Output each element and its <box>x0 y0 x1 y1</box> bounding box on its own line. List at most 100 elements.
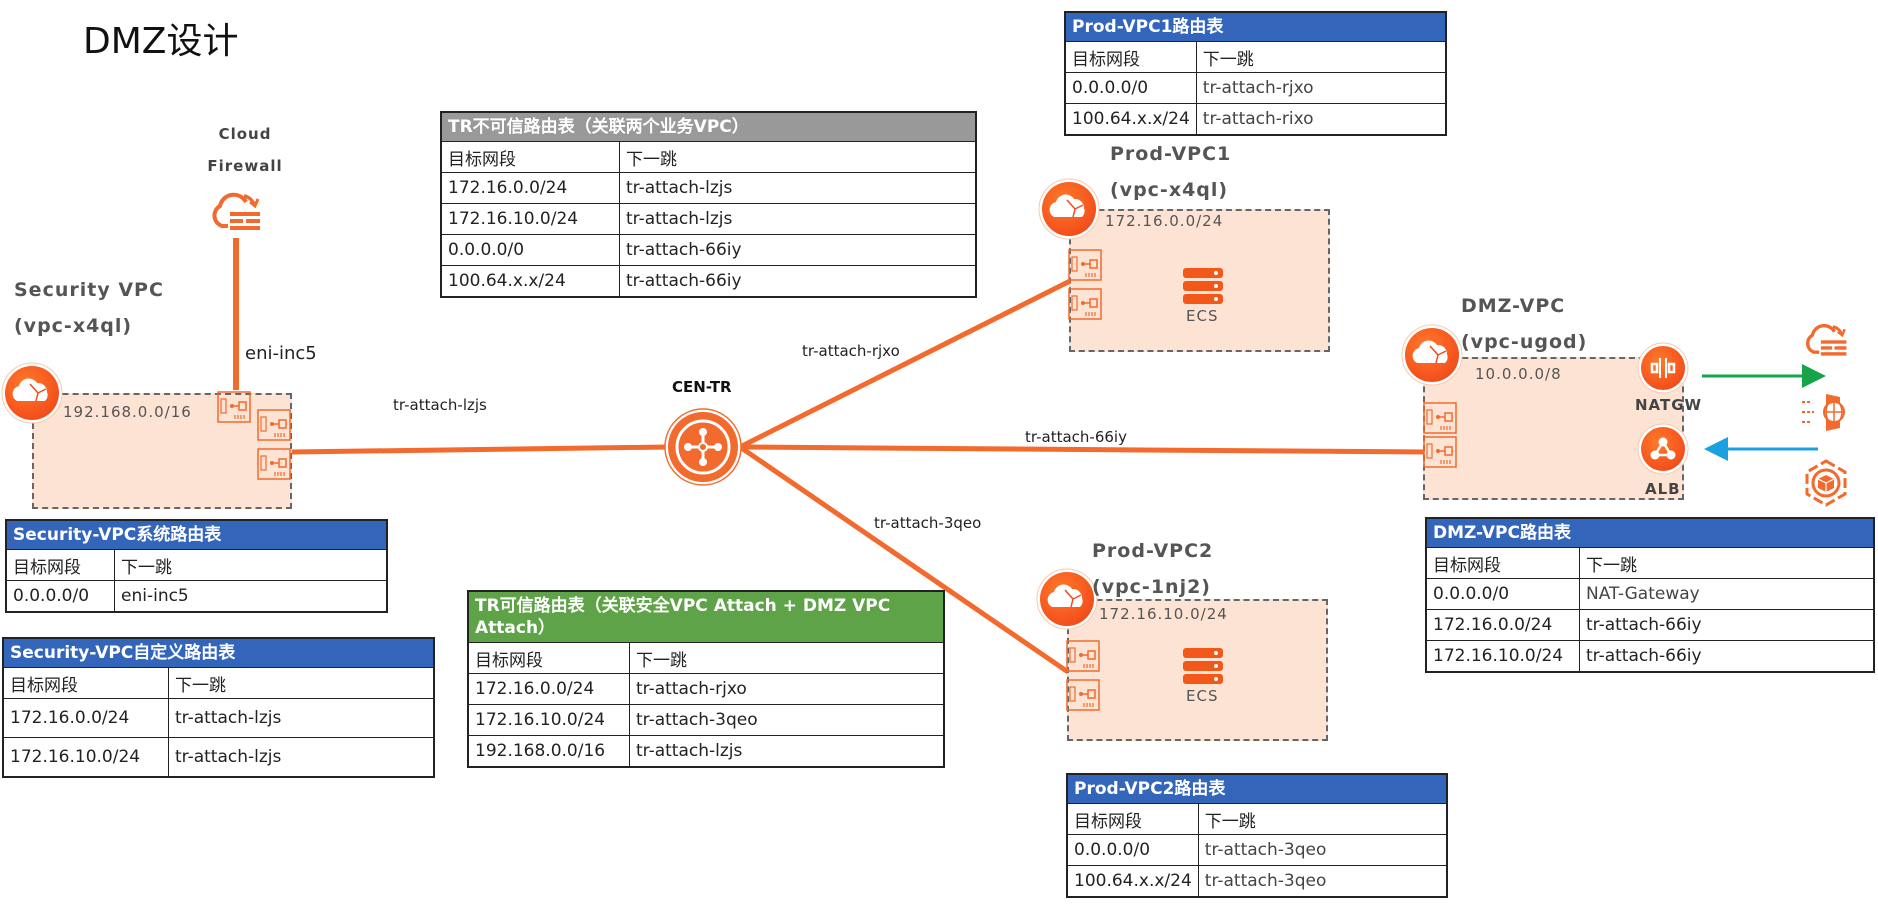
col-destination: 目标网段 <box>1066 803 1199 835</box>
security-vpc-box[interactable] <box>32 393 292 509</box>
port-icon <box>1066 679 1100 711</box>
edge-label-66iy: tr-attach-66iy <box>1025 428 1127 446</box>
cell-next-hop: tr-attach-lzjs <box>168 737 435 778</box>
table-header-row: 目标网段下一跳 <box>467 642 945 674</box>
dmz-vpc-cidr: 10.0.0.0/8 <box>1475 365 1562 383</box>
cell-next-hop: tr-attach-3qeo <box>629 704 945 736</box>
cell-next-hop: tr-attach-rjxo <box>1195 72 1447 104</box>
table-title: DMZ-VPC路由表 <box>1425 517 1875 548</box>
cell-destination: 172.16.10.0/24 <box>440 203 620 235</box>
prod-vpc2-label: Prod-VPC2 (vpc-1nj2) <box>1092 533 1213 605</box>
edge-label-rjxo: tr-attach-rjxo <box>802 342 900 360</box>
cell-next-hop: tr-attach-66iy <box>619 265 977 298</box>
cell-next-hop: tr-attach-lzjs <box>619 203 977 235</box>
alb-label: ALB <box>1645 480 1681 498</box>
cell-destination: 100.64.x.x/24 <box>1066 865 1199 898</box>
table-header-row: 目标网段下一跳 <box>440 141 977 173</box>
prod-vpc1-box[interactable] <box>1069 209 1330 352</box>
eni-label: eni-inc5 <box>245 343 317 364</box>
dmz-vpc-name: DMZ-VPC <box>1461 295 1566 317</box>
vpc-icon <box>1401 324 1463 386</box>
cell-destination: 100.64.x.x/24 <box>1064 103 1197 136</box>
cell-next-hop: tr-attach-lzjs <box>629 735 945 768</box>
prod-vpc2-id: (vpc-1nj2) <box>1092 576 1211 598</box>
tr-untrusted-route-table: TR不可信路由表（关联两个业务VPC） 目标网段下一跳 172.16.0.0/2… <box>440 111 977 298</box>
link-security-tr <box>291 444 669 455</box>
cell-destination: 172.16.10.0/24 <box>467 704 630 736</box>
col-next-hop: 下一跳 <box>168 667 435 699</box>
tr-attach-port-icon <box>257 448 291 480</box>
cell-destination: 172.16.0.0/24 <box>2 698 169 738</box>
table-header-row: 目标网段下一跳 <box>1066 803 1448 835</box>
port-icon <box>1423 402 1457 434</box>
security-vpc-label: Security VPC (vpc-x4ql) <box>14 272 164 344</box>
prod-vpc2-name: Prod-VPC2 <box>1092 540 1214 562</box>
transit-router-icon <box>664 408 742 486</box>
cell-destination: 0.0.0.0/0 <box>1064 72 1197 104</box>
vpc-icon <box>1036 568 1098 630</box>
port-icon <box>1066 640 1100 672</box>
table-title: Prod-VPC1路由表 <box>1064 11 1447 42</box>
link-tr-prod2 <box>738 444 1070 675</box>
security-custom-route-table: Security-VPC自定义路由表 目标网段下一跳 172.16.0.0/24… <box>2 637 435 778</box>
cloud-firewall-icon <box>1805 323 1849 358</box>
prod-vpc1-id: (vpc-x4ql) <box>1110 179 1229 201</box>
security-vpc-cidr: 192.168.0.0/16 <box>63 403 192 421</box>
cell-next-hop: tr-attach-3qeo <box>1197 865 1448 898</box>
table-header-row: 目标网段下一跳 <box>1425 547 1875 579</box>
col-destination: 目标网段 <box>2 667 169 699</box>
col-destination: 目标网段 <box>440 141 620 173</box>
prod-vpc1-ecs-label: ECS <box>1186 307 1219 325</box>
col-next-hop: 下一跳 <box>629 642 945 674</box>
port-icon <box>1423 436 1457 468</box>
cell-next-hop: tr-attach-66iy <box>1579 640 1875 673</box>
cell-destination: 172.16.10.0/24 <box>1425 640 1580 673</box>
page-title: DMZ设计 <box>83 21 239 62</box>
eni-port-icon <box>257 409 291 441</box>
col-next-hop: 下一跳 <box>1579 547 1875 579</box>
col-destination: 目标网段 <box>467 642 630 674</box>
cloud-firewall-label: Cloud Firewall <box>205 118 285 182</box>
cell-destination: 172.16.0.0/24 <box>467 673 630 705</box>
col-next-hop: 下一跳 <box>619 141 977 173</box>
cell-next-hop: NAT-Gateway <box>1579 578 1875 610</box>
edge-label-lzjs: tr-attach-lzjs <box>393 396 487 414</box>
edge-label-3qeo: tr-attach-3qeo <box>874 514 982 532</box>
table-title: Prod-VPC2路由表 <box>1066 773 1448 804</box>
cell-destination: 192.168.0.0/16 <box>467 735 630 768</box>
waf-icon <box>1802 394 1845 431</box>
table-title: Security-VPC自定义路由表 <box>2 637 435 668</box>
col-destination: 目标网段 <box>5 549 115 581</box>
cell-next-hop: tr-attach-3qeo <box>1197 834 1448 866</box>
cell-destination: 100.64.x.x/24 <box>440 265 620 298</box>
security-vpc-id: (vpc-x4ql) <box>14 315 133 337</box>
cloud-firewall-icon <box>212 192 262 232</box>
link-tr-prod1 <box>738 278 1072 450</box>
prod-vpc2-cidr: 172.16.10.0/24 <box>1099 605 1228 623</box>
alb-icon <box>1637 423 1689 475</box>
dmz-vpc-label: DMZ-VPC (vpc-ugod) <box>1461 288 1587 360</box>
table-header-row: 目标网段下一跳 <box>5 549 388 581</box>
natgw-label: NATGW <box>1635 396 1703 414</box>
prod-vpc1-cidr: 172.16.0.0/24 <box>1105 212 1224 230</box>
cell-next-hop: tr-attach-rixo <box>1195 103 1447 136</box>
cell-next-hop: tr-attach-rjxo <box>629 673 945 705</box>
table-header-row: 目标网段下一跳 <box>2 667 435 699</box>
tr-trusted-route-table: TR可信路由表（关联安全VPC Attach + DMZ VPC Attach）… <box>467 590 945 768</box>
port-icon <box>1068 249 1102 281</box>
